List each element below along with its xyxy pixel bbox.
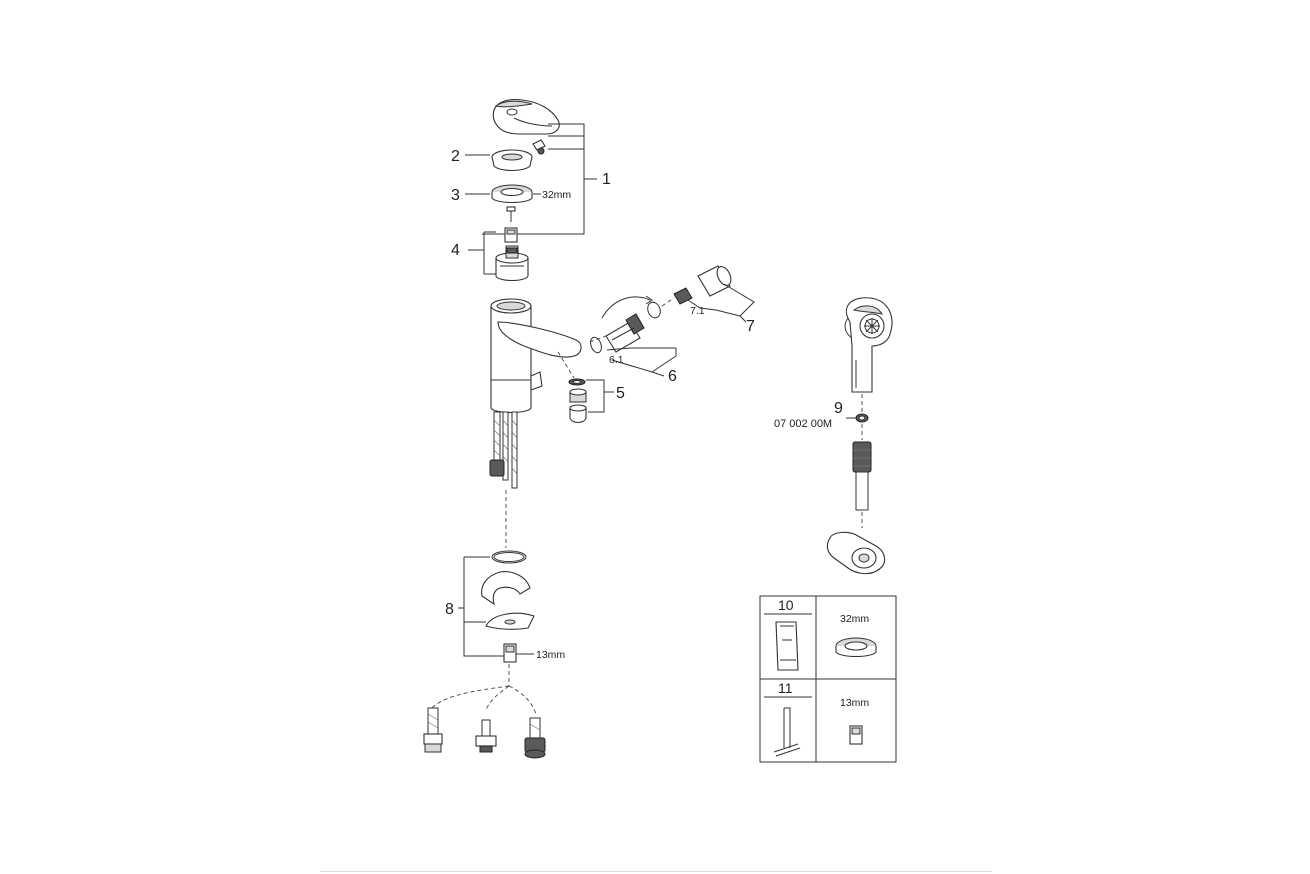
callout-7: 7 [746,318,755,335]
mounting-o-ring [491,550,527,564]
callout-10: 10 [778,597,794,613]
mounting-plate [481,571,531,606]
callout-6: 6 [668,368,677,385]
bottom-divider [320,871,992,872]
shower-holder [826,531,886,575]
tool-11-nut [849,725,863,745]
tool-11-key [773,707,801,757]
callout-3: 3 [451,187,460,204]
callout-4: 4 [451,242,460,259]
connector-nipple [673,287,693,305]
part-code-9: 07 002 00M [774,418,832,430]
lever-handle [492,99,560,135]
dimension-nut: 13mm [536,649,565,661]
callout-2: 2 [451,148,460,165]
hose-end-middle [475,719,497,753]
connector-sleeve [697,265,732,297]
tool-10-wrench [775,621,799,671]
tool-10-ring [835,637,877,658]
callout-5: 5 [616,385,625,402]
aerator-housing [569,404,587,424]
cartridge [495,245,529,282]
aerator-insert [569,388,587,403]
mounting-nut [503,643,517,663]
diverter-o-ring [590,336,602,354]
mounting-horseshoe [485,612,535,630]
diverter-cartridge [605,313,645,353]
callout-8: 8 [445,601,454,618]
connector-o-ring [647,301,661,319]
seal-washer [855,413,869,423]
mixer-body [490,298,582,414]
aerator-washer [568,378,586,386]
callout-1: 1 [602,171,611,188]
hose-end-right [524,717,546,759]
callout-9: 9 [834,400,843,417]
callout-11: 11 [778,680,793,696]
shower-hose [852,441,872,511]
threaded-ring [491,184,533,204]
callout-6-1: 6.1 [609,354,624,366]
dimension-ring: 32mm [542,189,571,201]
grub-screw [532,139,546,155]
supply-hoses [489,411,518,489]
cover-cap [491,149,533,172]
tool-11-size: 13mm [840,697,869,709]
cartridge-adapter [504,227,518,243]
tool-10-size: 32mm [840,613,869,625]
hand-shower [844,297,893,393]
callout-7-1: 7.1 [690,305,705,317]
hose-end-left [423,707,443,753]
tools-table: 10 32mm 11 13mm [759,595,897,763]
cartridge-screw [506,206,516,222]
